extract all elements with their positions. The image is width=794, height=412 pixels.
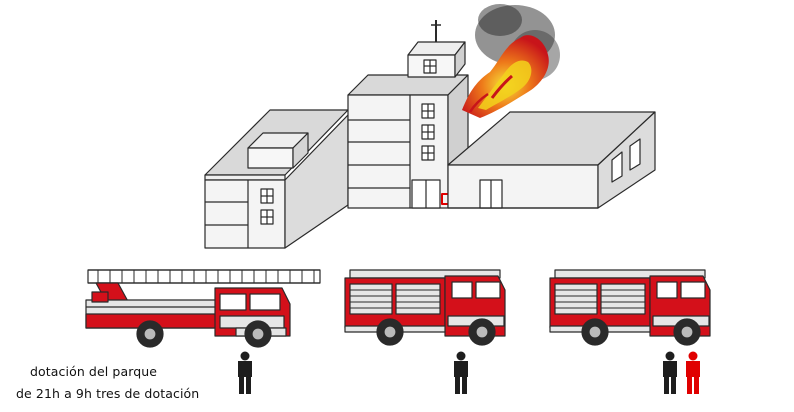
building [204,20,656,249]
right-wing-side [597,111,656,209]
fire-engine-2 [549,269,711,346]
person-icon [454,351,468,394]
person-icon [238,351,252,394]
caption-line-2: de 21h a 9h tres de dotación [16,386,200,401]
right-wing-front [447,164,599,209]
fire-engine-1 [344,269,506,346]
aerial-ladder-truck [85,269,321,348]
person-icon [663,351,677,394]
caption-line-1: dotación del parque [30,364,158,379]
flame-icon [462,4,560,118]
person-icon-highlighted [686,351,700,394]
tower-roof [347,74,469,96]
